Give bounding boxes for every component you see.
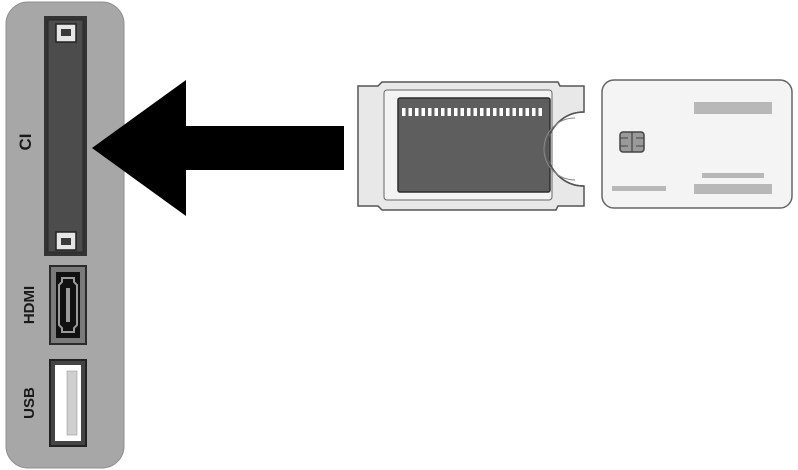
card-stripe-top <box>694 102 772 114</box>
usb-port[interactable] <box>49 359 87 447</box>
hdmi-pin-strip <box>66 288 70 322</box>
ci-slot[interactable] <box>44 16 87 256</box>
card-stripe-middle <box>702 173 764 178</box>
ci-module-card-slot-curve <box>546 111 585 187</box>
arrow-left-icon <box>92 80 344 216</box>
hdmi-port[interactable] <box>49 265 87 345</box>
ci-label: CI <box>16 134 35 151</box>
ci-module-contacts <box>402 108 542 116</box>
sim-chip-icon <box>619 131 645 153</box>
ci-slot-top-latch <box>55 23 77 43</box>
ci-module-card-slot-inner-curve <box>543 117 576 181</box>
tv-side-panel: CI HDMI USB <box>5 1 125 469</box>
ci-module[interactable] <box>357 81 585 211</box>
card-stripe-bottom-left <box>612 186 666 191</box>
hdmi-label: HDMI <box>21 286 38 324</box>
ci-slot-bottom-latch <box>55 231 77 251</box>
ci-module-window <box>397 97 551 193</box>
ci-slot-opening <box>47 19 84 253</box>
usb-label: USB <box>21 387 38 419</box>
smart-card[interactable] <box>601 79 793 209</box>
card-stripe-bottom-right <box>694 184 772 194</box>
usb-port-tongue <box>66 370 78 436</box>
hdmi-connector-icon <box>58 277 78 333</box>
